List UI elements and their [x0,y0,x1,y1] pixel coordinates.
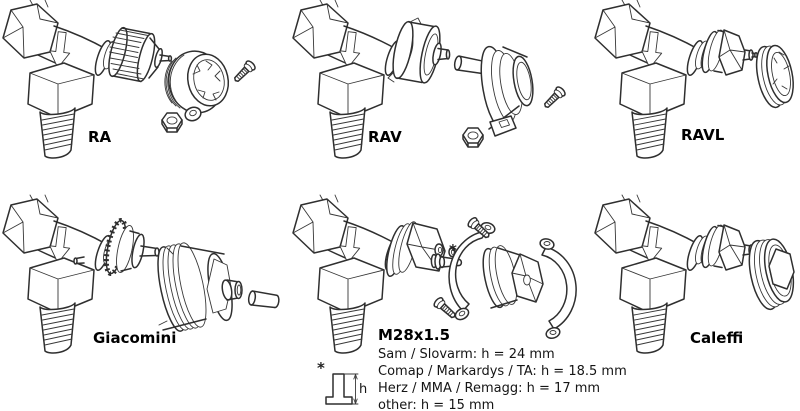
m28-height-notes: Sam / Slovarm: h = 24 mm Comap / Markard… [378,346,627,411]
figure-ra [2,0,258,159]
m28-pin-asterisk: * [449,241,457,259]
figure-giacomini [2,194,281,354]
label-giacomini: Giacomini [93,329,177,347]
label-m28: M28x1.5 [378,326,451,344]
ra-screw [230,58,258,86]
caleffi-adapter-drawing [748,238,795,311]
rav-nut [462,127,484,148]
dimension-h-label: h [359,382,368,397]
rav-screw [540,84,568,112]
label-caleffi: Caleffi [690,329,744,347]
label-rav: RAV [368,128,402,146]
m28-adapter-drawing [430,215,577,340]
ra-adapter-drawing [161,50,258,133]
giacomini-adapter-drawing [157,242,281,332]
note-line: Comap / Markardys / TA: h = 18.5 mm [378,364,627,379]
dimension-key-drawing [325,373,359,405]
note-line: Herz / MMA / Remagg: h = 17 mm [378,381,601,396]
note-line: Sam / Slovarm: h = 24 mm [378,347,555,362]
note-line: other: h = 15 mm [378,398,495,411]
rav-adapter-drawing [452,45,568,148]
ravl-adapter-drawing [755,44,794,109]
figure-ravl [594,0,794,159]
ravl-valve-drawing [594,0,758,159]
ra-nut [161,112,183,133]
figure-caleffi [594,194,795,354]
label-ra: RA [88,128,112,146]
label-ravl: RAVL [681,126,725,144]
figure-m28 [292,194,577,354]
figure-rav [292,0,568,159]
giacomini-pin [247,289,281,310]
dimension-key-asterisk: * [317,359,325,377]
